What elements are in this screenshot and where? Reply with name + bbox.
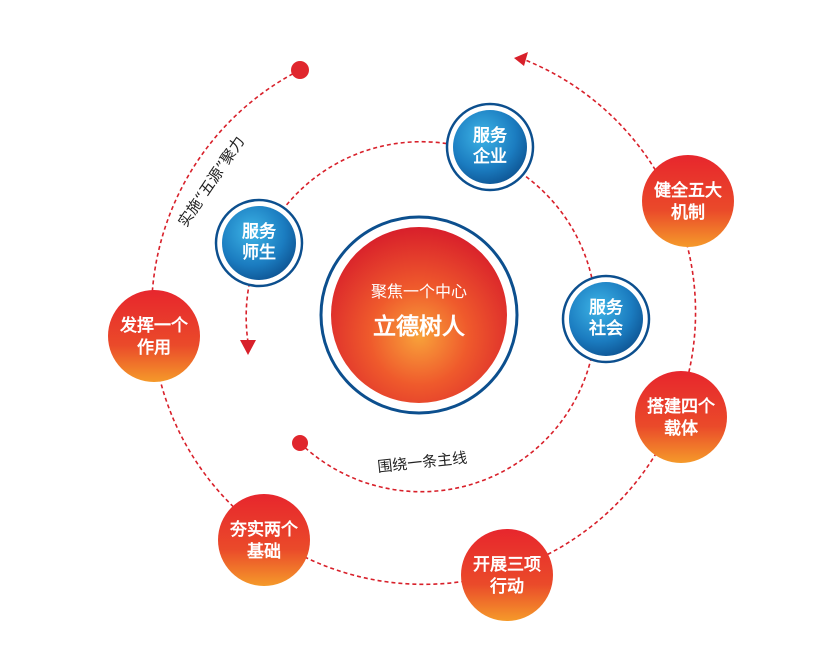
two-foundations-line-1: 夯实两个 <box>229 519 299 540</box>
one-role-line-2: 作用 <box>137 337 171 358</box>
three-actions-line-1: 开展三项 <box>473 555 541 575</box>
society-line-2: 社会 <box>588 318 623 339</box>
blue-node-enterprise: 服务 企业 <box>445 102 535 192</box>
outer-orbit-start-dot <box>291 61 309 79</box>
four-carriers-line-1: 搭建四个 <box>647 396 716 417</box>
inner-orbit-arrow <box>240 340 256 355</box>
red-node-five-mechanisms: 健全五大 机制 <box>642 155 734 247</box>
one-role-line-1: 发挥一个 <box>119 315 189 336</box>
center-subtitle: 聚焦一个中心 <box>371 282 467 301</box>
three-actions-line-2: 行动 <box>489 576 524 597</box>
center-title: 立德树人 <box>373 313 466 340</box>
main-line-arc-label: 围绕一条主线 <box>377 449 468 476</box>
red-node-two-foundations: 夯实两个 基础 <box>218 494 310 586</box>
five-mechanisms-line-2: 机制 <box>671 202 705 223</box>
center-node: 聚焦一个中心 立德树人 <box>319 215 519 415</box>
enterprise-line-1: 服务 <box>473 125 508 146</box>
society-line-1: 服务 <box>589 297 624 318</box>
outer-orbit-arrow <box>514 52 528 66</box>
blue-node-teachers-students: 服务 师生 <box>214 198 304 288</box>
teachers-students-line-1: 服务 <box>242 221 277 242</box>
enterprise-line-2: 企业 <box>472 146 507 167</box>
five-mechanisms-line-1: 健全五大 <box>654 180 722 201</box>
red-node-four-carriers: 搭建四个 载体 <box>635 371 727 463</box>
teachers-students-line-2: 师生 <box>242 242 276 263</box>
four-carriers-line-2: 载体 <box>664 418 699 439</box>
inner-orbit-start-dot <box>292 435 308 451</box>
inner-orbit-path <box>245 141 597 493</box>
two-foundations-line-2: 基础 <box>246 541 281 562</box>
red-node-three-actions: 开展三项 行动 <box>461 529 553 621</box>
blue-node-society: 服务 社会 <box>561 274 651 364</box>
red-node-one-role: 发挥一个 作用 <box>108 290 200 382</box>
